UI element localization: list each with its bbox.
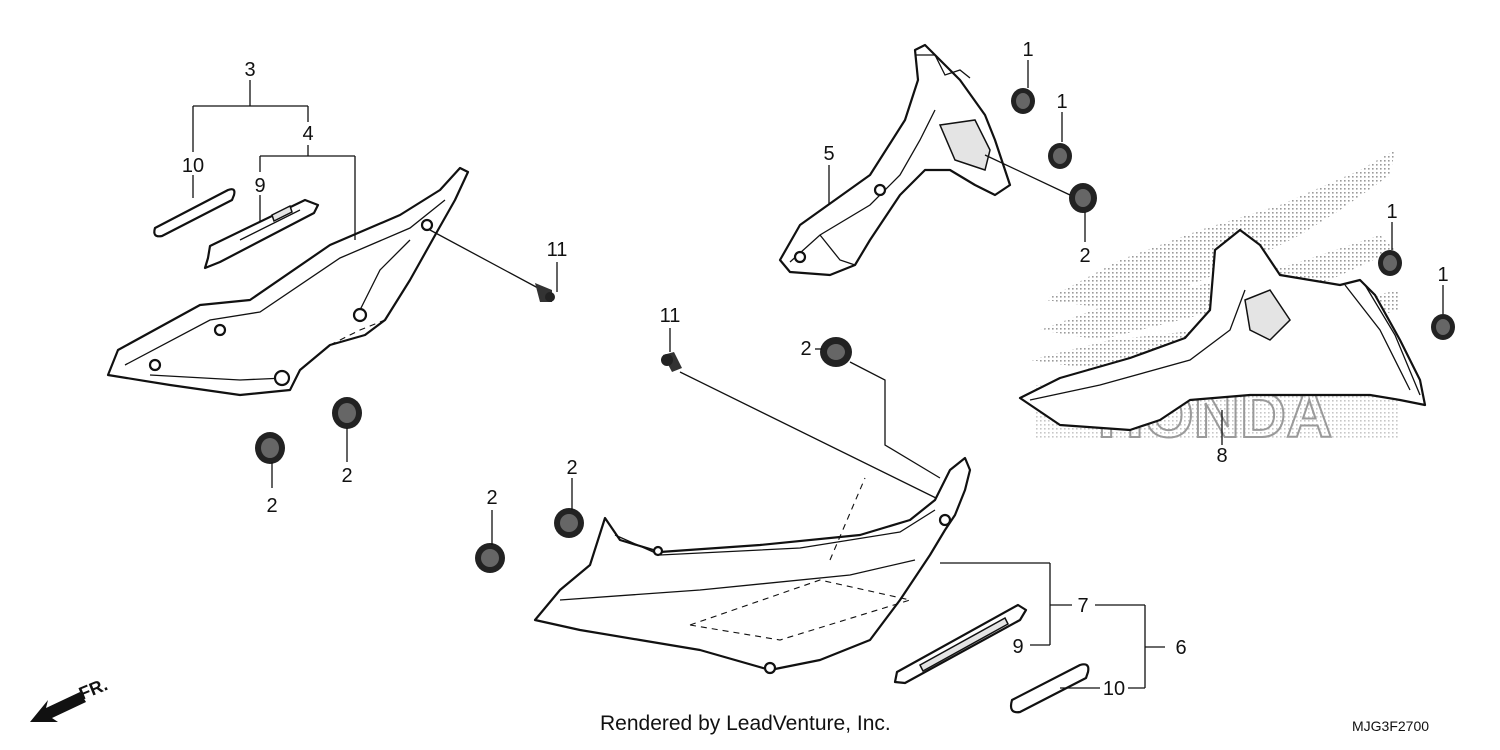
front-direction-label: FR. bbox=[76, 674, 110, 703]
callout-11-left: 11 bbox=[547, 239, 568, 261]
part-9-right-emblem bbox=[893, 603, 1028, 685]
grommet-right-1 bbox=[1378, 250, 1402, 276]
grommet-lower-2 bbox=[554, 508, 584, 538]
callout-2-a: 2 bbox=[266, 495, 277, 517]
diagram-code: MJG3F2700 bbox=[1352, 718, 1430, 734]
grommet-top-2 bbox=[1048, 143, 1072, 169]
callout-1-d: 1 bbox=[1437, 264, 1448, 286]
callout-1-c: 1 bbox=[1386, 201, 1397, 223]
callout-1-b: 1 bbox=[1056, 91, 1067, 113]
grommet-center-leader bbox=[849, 361, 941, 479]
callout-2-b: 2 bbox=[341, 465, 352, 487]
footer-credit: Rendered by LeadVenture, Inc. bbox=[600, 712, 891, 735]
front-direction-arrow-icon: FR. bbox=[30, 674, 110, 722]
callout-leader-lines bbox=[192, 60, 1444, 689]
callout-10-right: 10 bbox=[1103, 678, 1125, 700]
callout-11-center: 11 bbox=[660, 305, 681, 327]
part-5-mount-line bbox=[984, 154, 1071, 196]
callout-2-c: 2 bbox=[486, 487, 497, 509]
grommet-center-top bbox=[820, 337, 852, 367]
callout-2-e: 2 bbox=[800, 338, 811, 360]
callout-4: 4 bbox=[302, 123, 313, 145]
part-10-right-strip bbox=[1009, 663, 1090, 714]
grommet-top-3 bbox=[1069, 183, 1097, 213]
grommet-right-2 bbox=[1431, 314, 1455, 340]
callout-2-d: 2 bbox=[566, 457, 577, 479]
callout-9-right: 9 bbox=[1012, 636, 1023, 658]
grommet-lower-1 bbox=[475, 543, 505, 573]
callout-1-a: 1 bbox=[1022, 39, 1033, 61]
part-5-upper-cover bbox=[778, 43, 1012, 277]
grommet-top-1 bbox=[1011, 88, 1035, 114]
grommet-left-1 bbox=[255, 432, 285, 464]
callout-8: 8 bbox=[1216, 445, 1227, 467]
left-side-cover bbox=[106, 166, 470, 397]
callout-3: 3 bbox=[244, 59, 255, 81]
callout-2-f: 2 bbox=[1079, 245, 1090, 267]
part-9-left-emblem bbox=[203, 198, 320, 270]
left-cover-hidden-edge bbox=[329, 319, 386, 346]
callout-9-left: 9 bbox=[254, 175, 265, 197]
grommet-left-2 bbox=[332, 397, 362, 429]
part-10-left-strip bbox=[153, 188, 236, 238]
callout-7: 7 bbox=[1077, 595, 1088, 617]
callout-10-left: 10 bbox=[182, 155, 204, 177]
screw-11-left bbox=[429, 229, 555, 302]
callout-6: 6 bbox=[1175, 637, 1186, 659]
callout-5: 5 bbox=[823, 143, 834, 165]
screw-11-center bbox=[661, 352, 941, 501]
part-8-right-side-cover bbox=[1018, 228, 1427, 432]
part-7-lower-cover bbox=[533, 456, 972, 675]
